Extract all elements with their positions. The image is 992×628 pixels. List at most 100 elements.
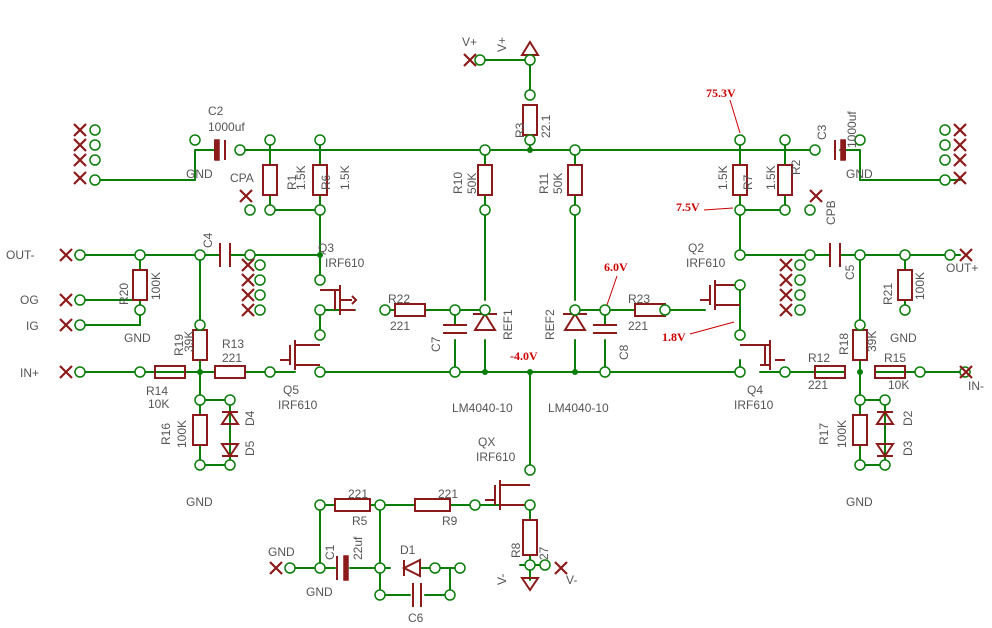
r21-value: 100K	[913, 272, 927, 300]
ref2-name: REF2	[543, 309, 557, 340]
c7-label: C7	[429, 336, 443, 352]
mosfet-q4	[740, 340, 785, 370]
cap-c7	[443, 324, 467, 334]
voltage-minus-4-0: -4.0V	[510, 349, 538, 363]
resistor-r15	[874, 365, 906, 379]
ref1-name: REF1	[501, 309, 515, 340]
resistor-r21	[897, 269, 913, 301]
q4-name: Q4	[747, 383, 763, 397]
voltage-7-5: 7.5V	[676, 200, 700, 214]
r3-name: R3	[513, 122, 527, 138]
gnd-label-c1: GND	[306, 585, 333, 599]
vplus-arrow	[520, 40, 540, 56]
gnd-label-br: GND	[846, 495, 873, 509]
vplus-pin-label: V+	[495, 37, 509, 52]
c6-label: C6	[408, 611, 424, 625]
resistor-r8	[522, 519, 538, 556]
r13-value: 221	[222, 351, 242, 365]
resistor-r9	[414, 498, 451, 512]
r14-name: R14	[146, 384, 168, 398]
r14-value: 10K	[148, 397, 169, 411]
d5-label: D5	[243, 440, 257, 456]
mosfet-q3	[320, 285, 358, 315]
vminus-arrow	[520, 577, 540, 592]
r16-name: R16	[159, 423, 173, 445]
c1-name: C1	[323, 544, 337, 560]
voltage-75-3: 75.3V	[706, 86, 736, 100]
gnd-label: GND	[186, 167, 213, 181]
r10-value: 50K	[465, 173, 479, 194]
capacitors	[214, 139, 846, 607]
gnd-label-og: GND	[124, 331, 151, 345]
r8-name: R8	[509, 542, 523, 558]
in-minus-label: IN-	[968, 379, 984, 393]
cap-c8	[593, 324, 617, 334]
r9-value: 221	[438, 487, 458, 501]
r22-name: R22	[388, 292, 410, 306]
r2-value: 1.5K	[764, 165, 778, 190]
diode-d1	[401, 558, 421, 578]
r12-value: 221	[808, 378, 828, 392]
gnd-label-r: GND	[846, 167, 873, 181]
ref1-value: LM4040-10	[452, 401, 513, 415]
q5-name: Q5	[283, 383, 299, 397]
resistor-r16	[192, 414, 208, 446]
r15-name: R15	[884, 351, 906, 365]
r9-name: R9	[442, 514, 458, 528]
mosfets	[280, 280, 785, 510]
in-plus-label: IN+	[20, 366, 39, 380]
resistor-r10	[477, 164, 493, 196]
r15-value: 10K	[888, 378, 909, 392]
voltage-annotations: 75.3V 7.5V 6.0V 1.8V -4.0V	[510, 86, 741, 363]
r11-value: 50K	[551, 173, 565, 194]
resistor-r13	[214, 365, 246, 379]
c4-label: C4	[201, 232, 215, 248]
c1-value: 22uf	[351, 536, 365, 560]
voltage-1-8: 1.8V	[662, 330, 686, 344]
r7-value: 1.5K	[716, 165, 730, 190]
diode-d4	[220, 410, 240, 425]
c8-label: C8	[617, 344, 631, 360]
gnd-label-r21: GND	[890, 331, 917, 345]
mosfet-q5	[280, 340, 320, 370]
qx-value: IRF610	[476, 450, 516, 464]
c5-label: C5	[843, 264, 857, 280]
diode-d2	[875, 410, 895, 425]
gnd-label-c1-left: GND	[268, 545, 295, 559]
no-connect-marks	[59, 53, 973, 575]
vminus-pin-label: V-	[495, 574, 509, 585]
gnd-label-bl: GND	[186, 495, 213, 509]
c3-name: C3	[815, 124, 829, 140]
diode-d5	[220, 443, 240, 458]
mosfet-q2	[700, 280, 740, 310]
og-label: OG	[20, 293, 39, 307]
qx-name: QX	[478, 435, 495, 449]
r18-value: 39K	[865, 331, 879, 352]
d1-label: D1	[400, 543, 416, 557]
resistor-r22	[394, 303, 426, 317]
r1-value: 1.5K	[294, 165, 308, 190]
r10-name: R10	[451, 172, 465, 194]
r1-name: R1	[285, 174, 299, 190]
pads	[74, 54, 971, 601]
r11-name: R11	[537, 173, 551, 194]
q2-value: IRF610	[686, 256, 726, 270]
c3-value: 1000uf	[845, 111, 859, 148]
r23-value: 221	[628, 319, 648, 333]
d4-label: D4	[243, 410, 257, 426]
q4-value: IRF610	[734, 398, 774, 412]
resistor-r6	[312, 164, 328, 196]
resistors	[132, 104, 913, 556]
resistor-r20	[132, 269, 148, 301]
r12-name: R12	[808, 351, 830, 365]
resistor-r1	[262, 164, 278, 196]
r20-name: R20	[117, 283, 131, 305]
q3-name: Q3	[318, 241, 334, 255]
r16-value: 100K	[175, 420, 189, 448]
cap-c4	[219, 243, 231, 267]
resistor-r2	[777, 164, 793, 196]
r6-name: R6	[319, 174, 333, 190]
diodes	[220, 312, 895, 578]
diode-ref1	[473, 312, 497, 331]
